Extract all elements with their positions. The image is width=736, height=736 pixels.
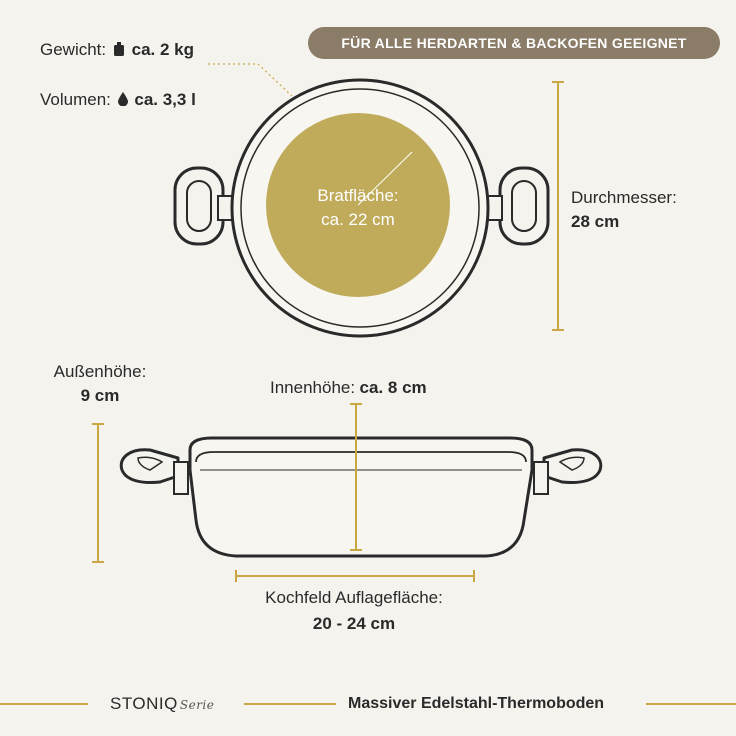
brand-serie: Serie xyxy=(179,698,215,712)
side-view-pan xyxy=(119,436,603,558)
fry-area-value: ca. 22 cm xyxy=(321,210,395,229)
volume-value: ca. 3,3 l xyxy=(134,90,196,109)
inner-height-text: Innenhöhe: ca. 8 cm xyxy=(270,378,427,398)
drop-icon xyxy=(117,92,128,107)
weight-spec: Gewicht: ca. 2 kg xyxy=(40,40,194,60)
brand-name: STONIQ xyxy=(110,694,178,713)
weight-value: ca. 2 kg xyxy=(131,40,194,59)
top-view-right-handle xyxy=(483,166,550,246)
fry-area-label: Bratfläche: xyxy=(317,186,399,205)
hob-label: Kochfeld Auflagefläche: xyxy=(265,588,443,607)
outer-height-label: Außenhöhe: xyxy=(53,362,147,381)
leader-line xyxy=(208,63,293,97)
outer-height-marker xyxy=(92,423,104,563)
inner-height-value: ca. 8 cm xyxy=(359,378,427,397)
outer-height-text: Außenhöhe: 9 cm xyxy=(38,362,162,406)
diameter-label: Durchmesser: xyxy=(571,188,677,207)
fry-area-diameter-line xyxy=(357,151,413,206)
inner-height-label: Innenhöhe: xyxy=(270,378,356,397)
volume-label: Volumen: xyxy=(40,90,111,109)
volume-spec: Volumen: ca. 3,3 l xyxy=(40,90,196,110)
hob-text: Kochfeld Auflagefläche: 20 - 24 cm xyxy=(200,588,508,634)
footer-tagline: Massiver Edelstahl-Thermoboden xyxy=(348,695,605,712)
suitability-badge: FÜR ALLE HERDARTEN & BACKOFEN GEEIGNET xyxy=(308,27,720,59)
outer-height-value: 9 cm xyxy=(80,386,120,405)
weight-icon xyxy=(113,42,124,56)
hob-value: 20 - 24 cm xyxy=(312,614,396,633)
pan-inner-rim xyxy=(240,88,480,328)
top-view-left-handle xyxy=(173,166,237,246)
diameter-text: Durchmesser: 28 cm xyxy=(571,188,677,232)
weight-label: Gewicht: xyxy=(40,40,107,59)
inner-height-marker xyxy=(350,403,362,551)
diameter-marker xyxy=(552,81,564,331)
diameter-value: 28 cm xyxy=(571,212,620,231)
fry-area-text: Bratfläche: ca. 22 cm xyxy=(298,184,418,232)
hob-marker xyxy=(235,570,475,582)
